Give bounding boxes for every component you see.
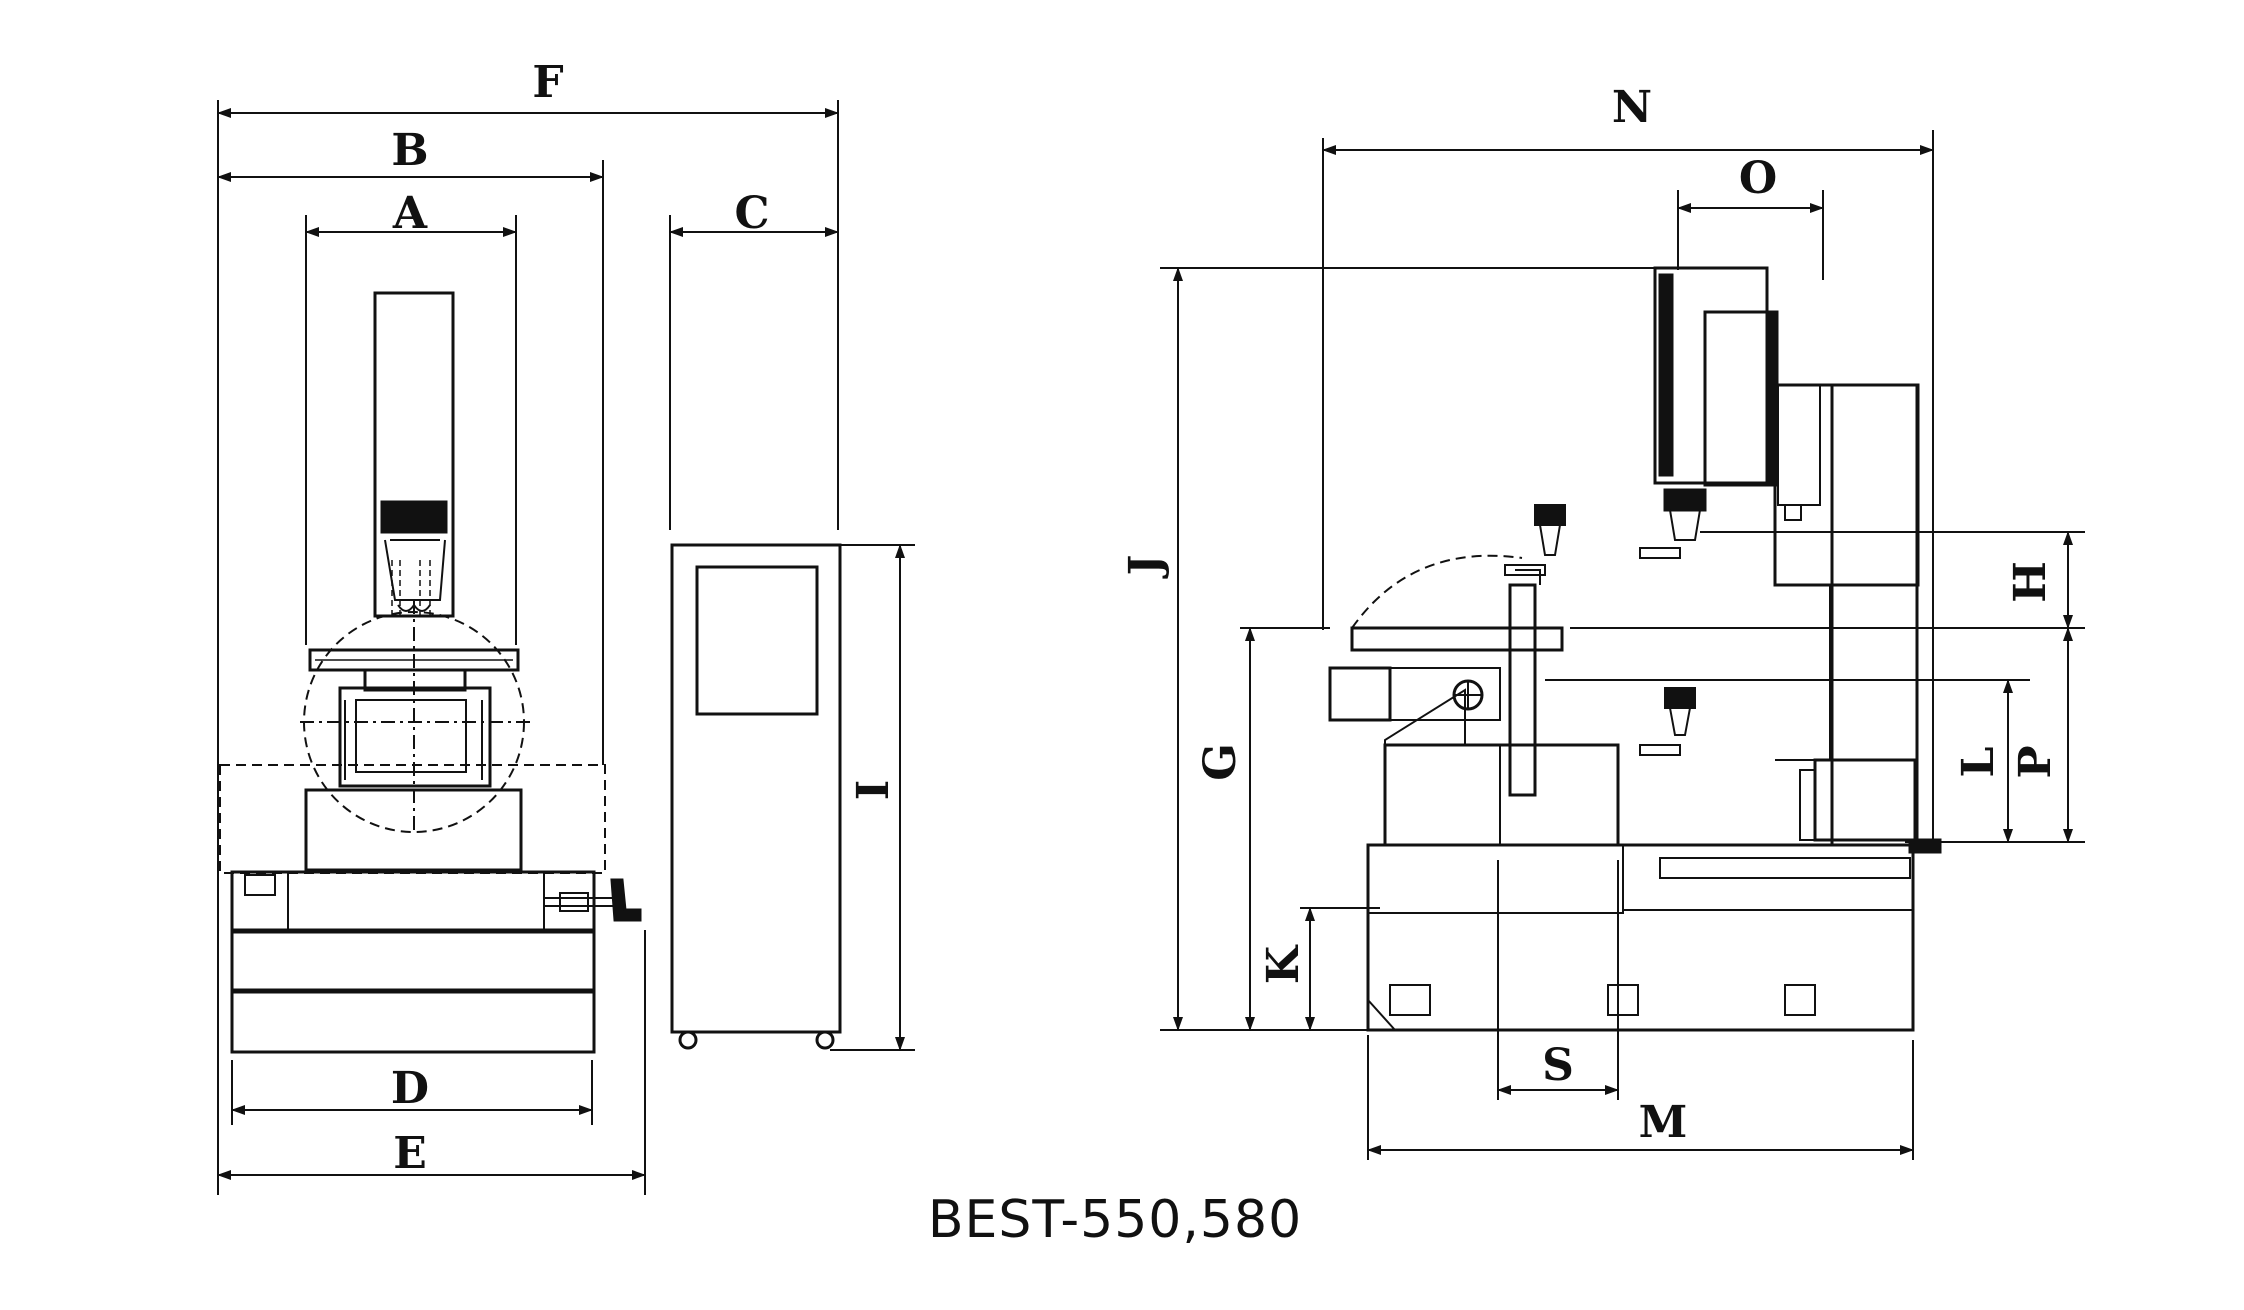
label-n: N [1612,82,1652,133]
label-j: J [1120,555,1171,580]
label-o: O [1739,153,1777,204]
front-view [217,100,915,1195]
control-cabinet [670,543,842,1050]
label-g: G [1195,743,1246,781]
label-h: H [2005,561,2056,603]
caption-text: BEST-550,580 [927,1190,1303,1250]
label-m: M [1639,1097,1688,1148]
label-e: E [393,1128,427,1179]
side-view [1160,130,2085,1160]
label-s: S [1542,1040,1574,1091]
label-f: F [532,57,563,108]
dimension-labels: F B A C D E I N O J G K H L P S M [391,57,2061,1179]
label-a: A [392,188,428,239]
label-c: C [734,188,769,239]
label-b: B [391,125,428,176]
front-view-dimensions [217,108,905,1180]
label-p: P [2010,745,2061,778]
label-d: D [391,1063,429,1114]
label-i: I [848,780,899,801]
model-caption: BEST-550,580 [0,1190,2244,1250]
side-view-dimensions [1173,145,2073,1155]
label-l: L [1953,747,2004,778]
label-k: K [1258,944,1309,984]
